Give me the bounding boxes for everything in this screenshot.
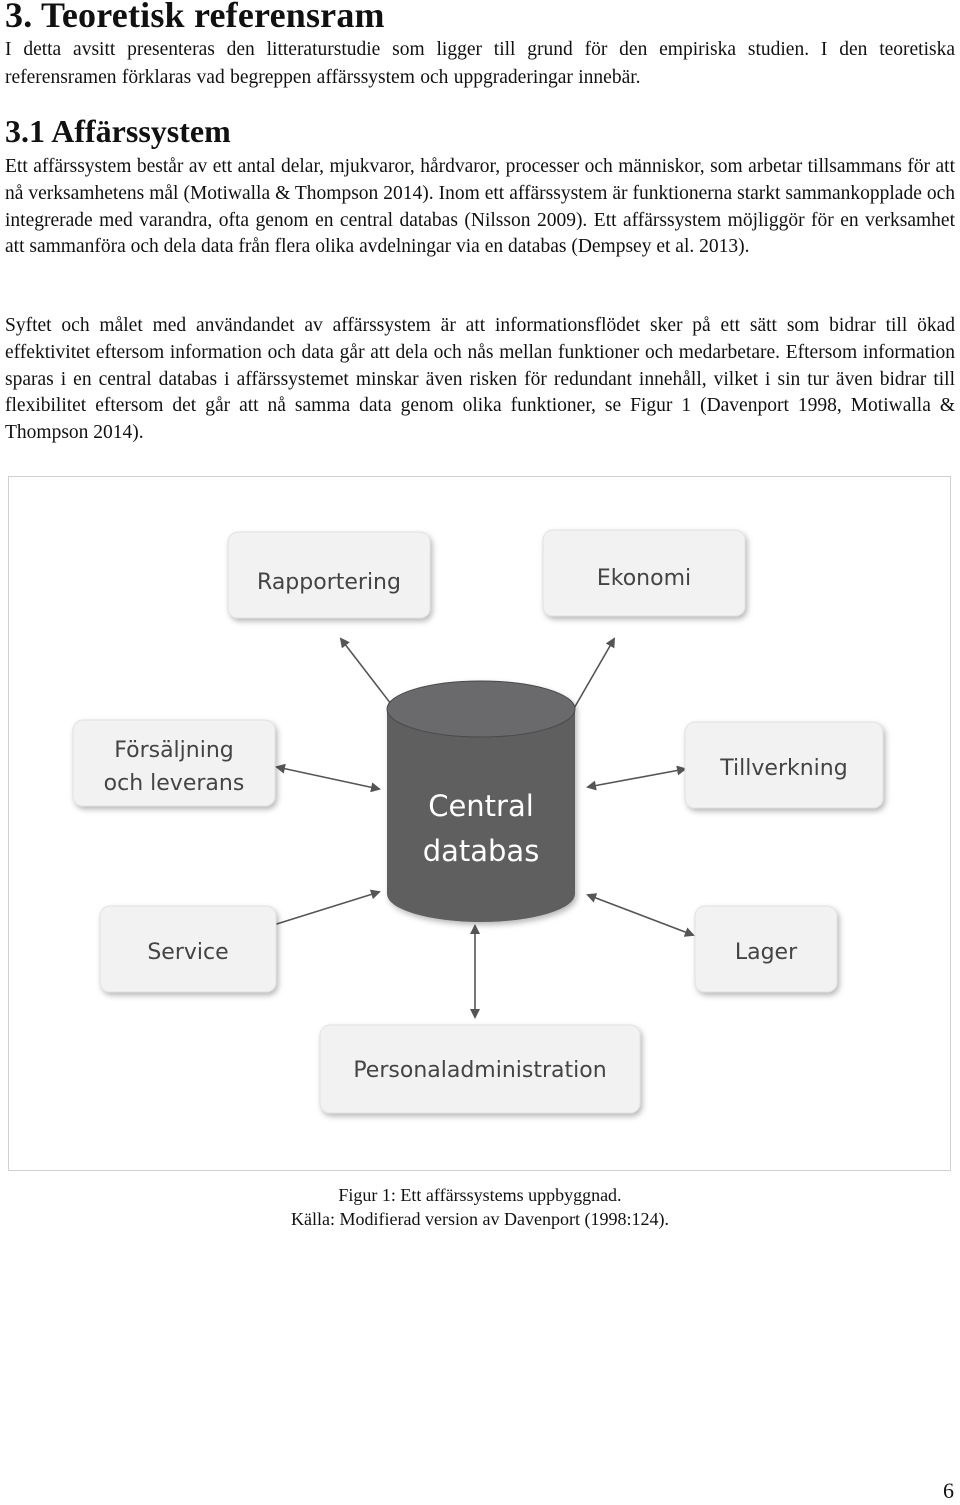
database-label-line2: databas [423,834,540,868]
module-label-service: Service [147,940,228,965]
arrow-forsaljning [275,763,381,793]
central-database-cylinder [386,680,576,922]
figure-erp-diagram: Central databas Rapportering Ekonomi För… [8,476,951,1171]
figure-caption: Figur 1: Ett affärssystems uppbyggnad. [338,1185,622,1205]
section-heading: 3.1 Affärssystem [5,113,231,149]
module-box-tillverkning [684,721,884,809]
chapter-intro: I detta avsitt presenteras den litteratu… [5,39,955,88]
module-box-rapportering [227,531,431,619]
module-label-personal: Personaladministration [353,1058,606,1083]
module-label-forsaljning-line2: och leverans [104,771,245,796]
module-label-forsaljning-line1: Försäljning [114,738,234,763]
section-paragraph-2: Syftet och målet med användandet av affä… [5,315,955,444]
database-label-line1: Central [428,789,534,823]
module-box-service [99,905,277,993]
module-label-rapportering: Rapportering [257,570,401,595]
module-box-personal [319,1024,641,1114]
page-number: 6 [943,1478,954,1503]
module-box-ekonomi [542,529,746,617]
module-box-lager [694,905,838,993]
module-boxes [72,529,884,1114]
module-label-tillverkning: Tillverkning [719,756,847,781]
section-paragraph-1: Ett affärssystem består av ett antal del… [5,156,955,258]
module-label-ekonomi: Ekonomi [597,566,691,591]
erp-diagram-svg: Central databas Rapportering Ekonomi För… [72,529,884,1114]
module-label-lager: Lager [735,940,798,965]
figure-source: Källa: Modifierad version av Davenport (… [291,1209,669,1229]
arrow-service [265,889,381,930]
arrow-tillverkning [586,765,687,791]
arrow-lager [586,893,695,937]
module-box-forsaljning [72,719,276,807]
chapter-heading: 3. Teoretisk referensram [5,0,385,35]
